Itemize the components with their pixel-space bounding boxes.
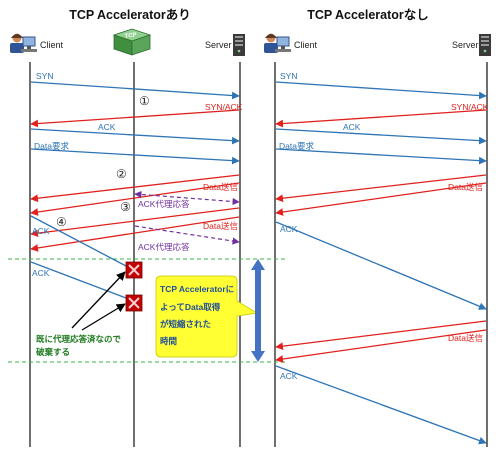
callout-line-1: TCP Acceleratorに bbox=[160, 284, 234, 294]
label-data-send-right-2: Data送信 bbox=[448, 333, 483, 343]
label-data-send-right-1: Data送信 bbox=[448, 182, 483, 192]
discard-note-line-2: 破棄する bbox=[36, 347, 70, 357]
client-pc-icon bbox=[10, 33, 37, 53]
label-data-request-right: Data要求 bbox=[279, 141, 314, 151]
label-ack-right: ACK bbox=[343, 122, 361, 132]
arrow-data-send-2a bbox=[30, 207, 240, 237]
label-ack-proxy-2: ACK代理応答 bbox=[138, 242, 190, 252]
server-label: Server bbox=[205, 40, 232, 50]
client-label: Client bbox=[40, 40, 64, 50]
arrow-data-send-right-2b bbox=[275, 329, 487, 363]
label-syn-right: SYN bbox=[280, 71, 297, 81]
label-data-send-2: Data送信 bbox=[203, 221, 238, 231]
client-pc-icon bbox=[264, 33, 291, 53]
label-ack: ACK bbox=[98, 122, 116, 132]
callout-line-3: が短縮された bbox=[160, 319, 211, 329]
arrow-syn bbox=[30, 81, 240, 100]
drop-x-icon bbox=[125, 294, 143, 312]
arrow-synack bbox=[30, 109, 240, 128]
arrow-syn-right bbox=[275, 81, 487, 100]
arrow-client-ack-1 bbox=[30, 215, 127, 267]
server-tower-icon bbox=[479, 34, 491, 56]
label-syn: SYN bbox=[36, 71, 53, 81]
server-label: Server bbox=[452, 40, 479, 50]
panel-title-with-accelerator: TCP Acceleratorあり bbox=[69, 8, 191, 22]
arrow-ack-right bbox=[275, 128, 487, 145]
time-saved-callout: TCP Acceleratorに よってData取得 が短縮された 時間 bbox=[155, 275, 259, 358]
label-data-request: Data要求 bbox=[34, 141, 69, 151]
server-tower-icon bbox=[233, 34, 245, 56]
discard-note-line-1: 既に代理応答済なので bbox=[36, 334, 122, 344]
svg-text:TCP: TCP bbox=[124, 32, 137, 40]
arrow-data-send-right-1b bbox=[275, 182, 487, 216]
arrow-data-send-1a bbox=[30, 174, 240, 203]
label-synack: SYN/ACK bbox=[205, 102, 243, 112]
arrow-ack-proxy-2 bbox=[134, 225, 240, 245]
arrow-data-send-2b bbox=[30, 216, 240, 252]
arrow-data-request bbox=[30, 148, 240, 165]
marker-3: ③ bbox=[120, 200, 131, 214]
tcp-accelerator-icon: TCP bbox=[112, 28, 152, 56]
label-client-ack-1: ACK bbox=[32, 226, 50, 236]
pointer-arrow-1 bbox=[71, 271, 126, 329]
client-label: Client bbox=[294, 40, 318, 50]
marker-1: ① bbox=[139, 94, 150, 108]
label-client-ack-right-1: ACK bbox=[280, 224, 298, 234]
arrow-ack bbox=[30, 128, 240, 145]
arrow-client-ack-right-2 bbox=[275, 365, 487, 445]
callout-line-4: 時間 bbox=[160, 336, 177, 346]
marker-2: ② bbox=[116, 167, 127, 181]
pointer-arrow-2 bbox=[81, 303, 126, 331]
arrow-ack-proxy-1 bbox=[134, 190, 240, 206]
panel-title-without-accelerator: TCP Acceleratorなし bbox=[307, 8, 429, 22]
arrow-data-send-right-2a bbox=[275, 320, 487, 351]
callout-line-2: よってData取得 bbox=[160, 302, 221, 312]
label-client-ack-right-2: ACK bbox=[280, 371, 298, 381]
time-span-arrow bbox=[251, 259, 265, 362]
label-client-ack-2: ACK bbox=[32, 268, 50, 278]
lifelines bbox=[29, 62, 488, 447]
label-synack-right: SYN/ACK bbox=[451, 102, 489, 112]
drop-x-icon bbox=[125, 261, 143, 279]
arrow-data-send-right-1a bbox=[275, 174, 487, 203]
arrow-client-ack-2 bbox=[30, 261, 127, 299]
label-ack-proxy-1: ACK代理応答 bbox=[138, 199, 190, 209]
marker-4: ④ bbox=[56, 215, 67, 229]
arrow-client-ack-right-1 bbox=[275, 221, 487, 310]
label-data-send-1: Data送信 bbox=[203, 182, 238, 192]
time-markers bbox=[8, 258, 288, 363]
arrow-synack-right bbox=[275, 109, 487, 128]
arrow-data-request-right bbox=[275, 148, 487, 165]
